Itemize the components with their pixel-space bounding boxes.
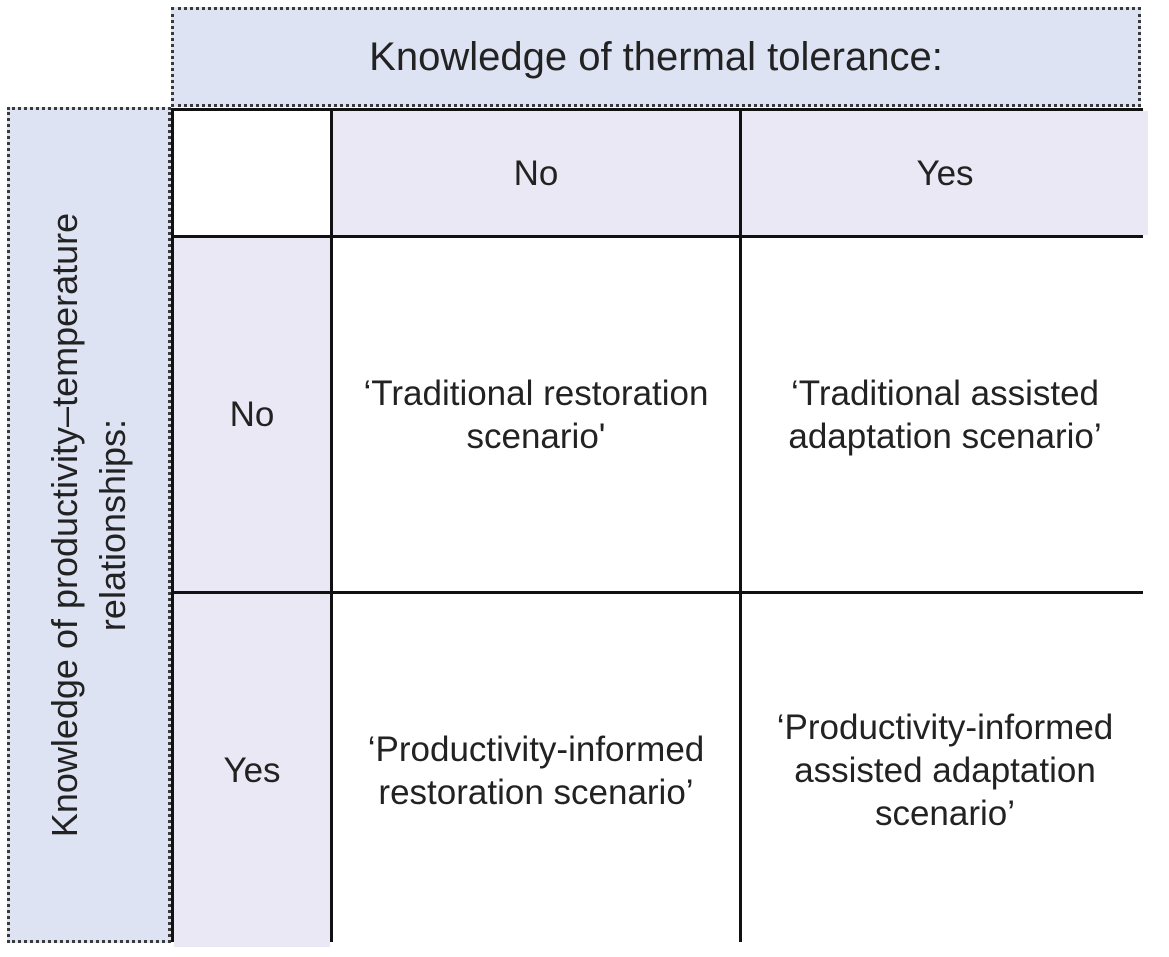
- column-header-no: No: [333, 111, 739, 235]
- productivity-informed-assisted-adaptation-cell: ‘Productivity-informed assisted adaptati…: [742, 594, 1148, 947]
- row-header-no: No: [174, 238, 330, 591]
- thermal-tolerance-label: Knowledge of thermal tolerance:: [369, 34, 943, 79]
- productivity-informed-restoration-cell: ‘Productivity-informed restoration scena…: [333, 594, 739, 947]
- thermal-tolerance-header: Knowledge of thermal tolerance:: [171, 7, 1141, 107]
- row-header-yes: Yes: [174, 594, 330, 947]
- traditional-assisted-adaptation-cell: ‘Traditional assisted adaptation scenari…: [742, 238, 1148, 591]
- productivity-temperature-header: Knowledge of productivity–temperature re…: [7, 107, 171, 943]
- productivity-temperature-label: Knowledge of productivity–temperature re…: [44, 212, 133, 838]
- column-header-yes: Yes: [742, 111, 1148, 235]
- matrix-corner: [174, 111, 330, 235]
- traditional-restoration-cell: ‘Traditional restoration scenario': [333, 238, 739, 591]
- scenario-matrix: No Yes No ‘Traditional restoration scena…: [171, 108, 1148, 947]
